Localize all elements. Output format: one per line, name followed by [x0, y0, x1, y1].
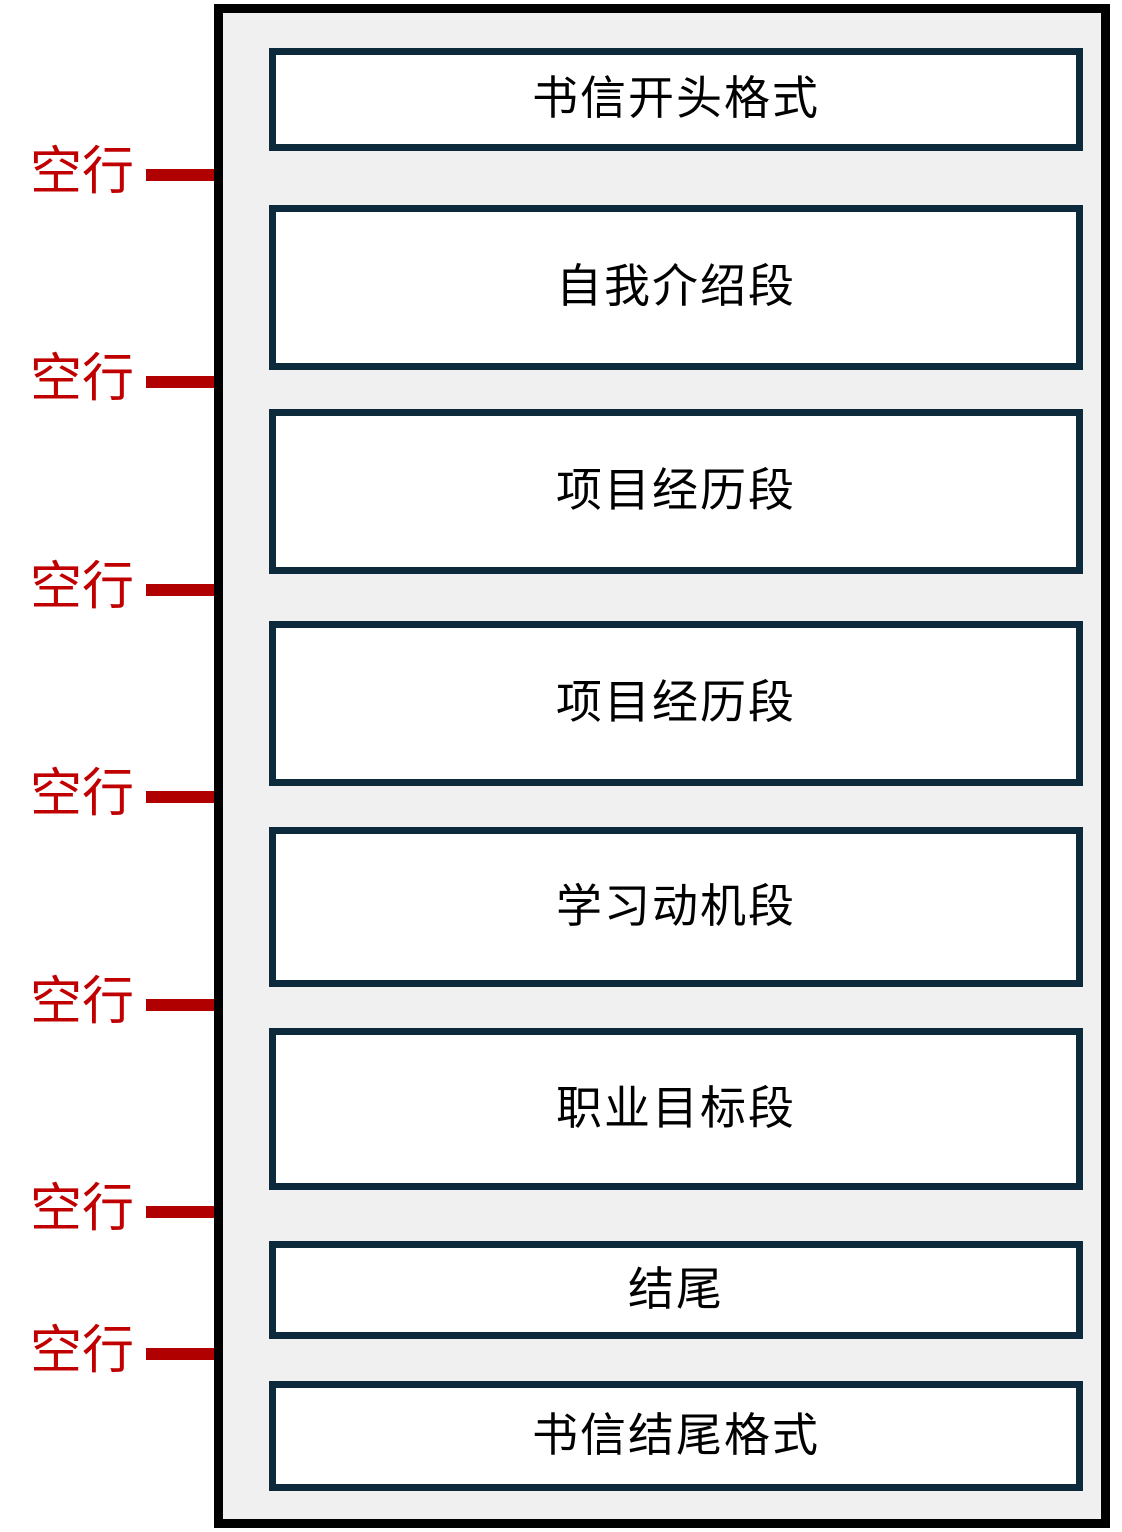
paragraph-label: 项目经历段	[556, 677, 796, 729]
paragraph-label: 书信开头格式	[532, 73, 820, 125]
paragraph-label: 项目经历段	[556, 465, 796, 517]
paragraph-label: 结尾	[628, 1263, 724, 1315]
paragraph-box-self-introduction[interactable]: 自我介绍段	[269, 205, 1083, 370]
blank-line-label: 空行	[30, 1181, 135, 1238]
paragraph-box-study-motivation[interactable]: 学习动机段	[269, 827, 1083, 987]
paragraph-box-closing[interactable]: 结尾	[269, 1241, 1083, 1339]
paragraph-box-letter-opening[interactable]: 书信开头格式	[269, 48, 1083, 151]
blank-line-label: 空行	[30, 1323, 135, 1380]
paragraph-box-project-experience-1[interactable]: 项目经历段	[269, 409, 1083, 574]
paragraph-box-career-goal[interactable]: 职业目标段	[269, 1028, 1083, 1190]
paragraph-label: 职业目标段	[556, 1082, 796, 1134]
blank-line-label: 空行	[30, 974, 135, 1031]
paragraph-box-project-experience-2[interactable]: 项目经历段	[269, 621, 1083, 786]
paragraph-label: 书信结尾格式	[532, 1409, 820, 1461]
blank-line-label: 空行	[30, 351, 135, 408]
document-frame: 书信开头格式 自我介绍段 项目经历段 项目经历段 学习动机段 职业目标段 结尾 …	[214, 4, 1110, 1528]
paragraph-stack: 书信开头格式 自我介绍段 项目经历段 项目经历段 学习动机段 职业目标段 结尾 …	[269, 13, 1083, 1519]
paragraph-label: 自我介绍段	[556, 261, 796, 313]
blank-line-label: 空行	[30, 559, 135, 616]
blank-line-label: 空行	[30, 144, 135, 201]
blank-line-annotation: 空行	[0, 1315, 270, 1389]
paragraph-box-letter-closing-format[interactable]: 书信结尾格式	[269, 1381, 1083, 1491]
paragraph-label: 学习动机段	[556, 880, 796, 932]
blank-line-label: 空行	[30, 766, 135, 823]
